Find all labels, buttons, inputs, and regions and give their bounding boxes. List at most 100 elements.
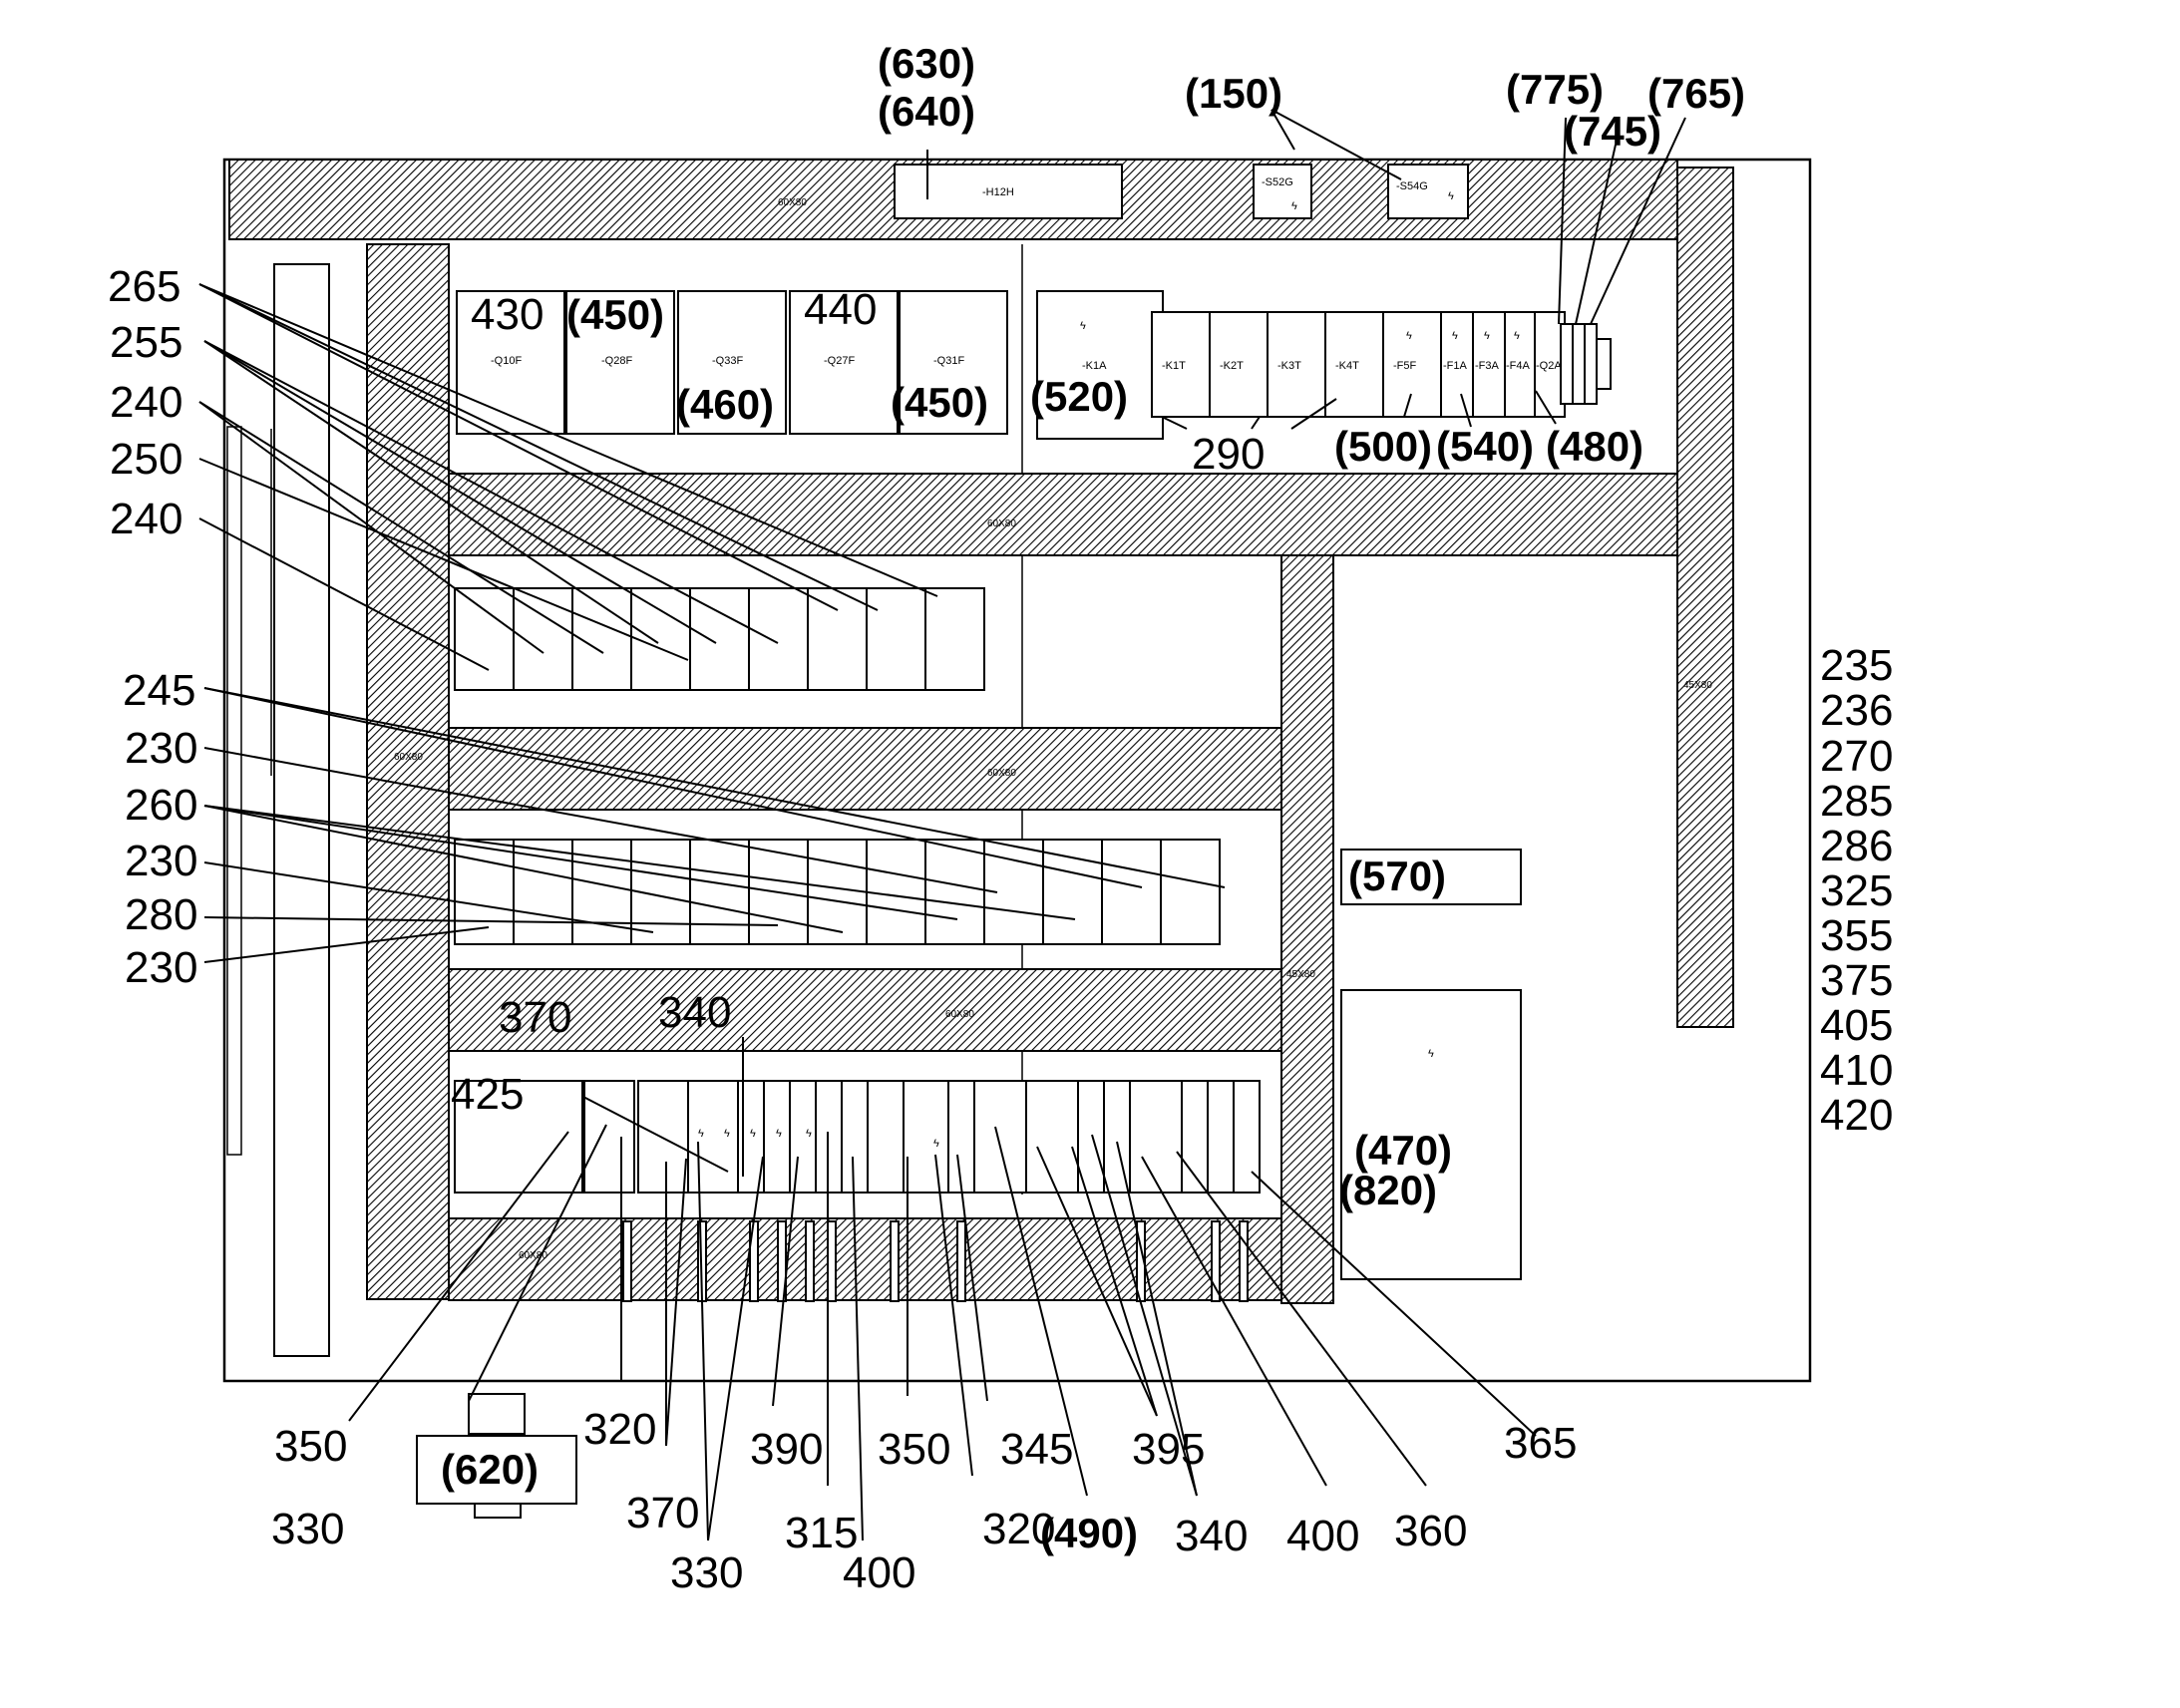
svg-text:365: 365: [1504, 1419, 1577, 1468]
svg-text:360: 360: [1394, 1507, 1467, 1555]
svg-text:340: 340: [658, 988, 731, 1037]
svg-text:(480): (480): [1546, 423, 1643, 470]
svg-text:260: 260: [125, 781, 197, 830]
svg-text:(500): (500): [1334, 423, 1432, 470]
svg-text:(620): (620): [441, 1446, 539, 1493]
row1-lightning-icons: ϟ ϟ ϟ ϟ: [1406, 330, 1520, 342]
lightning-icon: ϟ: [1448, 190, 1454, 202]
svg-text:-Q31F: -Q31F: [933, 355, 964, 367]
svg-text:(630): (630): [878, 40, 975, 87]
right-vertical-duct: [1676, 167, 1734, 1028]
device-s52g-tag: -S52G: [1262, 176, 1293, 188]
lightning-icon: ϟ: [1428, 1048, 1434, 1060]
svg-text:320: 320: [583, 1405, 656, 1454]
svg-text:240: 240: [110, 378, 182, 427]
svg-text:286: 286: [1820, 822, 1893, 870]
reference-labels: (630) (640) (150) (775) (745) (765) 265 …: [108, 40, 1745, 1597]
svg-text:255: 255: [110, 318, 182, 367]
svg-text:-F5F: -F5F: [1393, 360, 1417, 372]
svg-text:-Q33F: -Q33F: [712, 355, 743, 367]
svg-text:236: 236: [1820, 686, 1893, 735]
svg-text:-F1A: -F1A: [1443, 360, 1468, 372]
svg-text:ϟ: ϟ: [1452, 330, 1458, 342]
duct-row-3: [448, 727, 1282, 811]
left-side-rail: [273, 263, 330, 1357]
svg-text:-Q2A: -Q2A: [1536, 360, 1562, 372]
bottom-duct-slots: [622, 1220, 1249, 1302]
leader-lines: [198, 109, 1686, 1541]
svg-text:375: 375: [1820, 956, 1893, 1005]
svg-text:280: 280: [125, 890, 197, 939]
lightning-icon: ϟ: [1080, 320, 1086, 332]
svg-text:285: 285: [1820, 777, 1893, 826]
svg-text:ϟ: ϟ: [933, 1138, 939, 1150]
svg-text:425: 425: [451, 1070, 524, 1119]
svg-text:ϟ: ϟ: [724, 1128, 730, 1140]
svg-text:(450): (450): [891, 379, 988, 426]
svg-text:240: 240: [110, 495, 182, 543]
duct-tag-center: 45X80: [1286, 969, 1315, 980]
duct-tag-mid3: 60X80: [945, 1009, 974, 1020]
device-s52g: [1253, 164, 1312, 219]
svg-text:340: 340: [1175, 1512, 1248, 1560]
svg-text:(640): (640): [878, 88, 975, 135]
svg-text:-K4T: -K4T: [1335, 360, 1359, 372]
device-k1a: [1036, 290, 1164, 440]
svg-text:(490): (490): [1040, 1510, 1138, 1556]
duct-tag-bottom: 60X80: [519, 1250, 547, 1261]
svg-text:420: 420: [1820, 1091, 1893, 1140]
svg-text:-K3T: -K3T: [1277, 360, 1301, 372]
svg-text:400: 400: [843, 1548, 915, 1597]
svg-text:315: 315: [785, 1509, 858, 1557]
svg-text:-F3A: -F3A: [1475, 360, 1500, 372]
row4-lightning-icons: ϟ ϟ ϟ ϟ ϟ ϟ: [698, 1128, 939, 1150]
device-h12h-tag: -H12H: [982, 186, 1014, 198]
svg-text:405: 405: [1820, 1001, 1893, 1050]
svg-text:290: 290: [1192, 430, 1265, 479]
device-570: [1340, 849, 1522, 905]
svg-text:(470): (470): [1354, 1127, 1452, 1174]
row1-breakers: -Q10F -Q28F -Q33F -Q27F -Q31F: [456, 290, 1008, 435]
svg-text:350: 350: [878, 1425, 950, 1474]
svg-text:440: 440: [804, 285, 877, 334]
terminal-block-top-right: [1560, 323, 1612, 405]
svg-text:(820): (820): [1339, 1167, 1437, 1213]
svg-text:ϟ: ϟ: [698, 1128, 704, 1140]
device-470-820: [1340, 989, 1522, 1280]
svg-text:395: 395: [1132, 1425, 1205, 1474]
svg-text:ϟ: ϟ: [1406, 330, 1412, 342]
svg-text:430: 430: [471, 290, 544, 339]
duct-row-2: [448, 473, 1678, 556]
svg-text:330: 330: [670, 1548, 743, 1597]
lightning-icon: ϟ: [1291, 200, 1297, 212]
svg-text:(570): (570): [1348, 853, 1446, 899]
row2-terminals: [454, 587, 985, 691]
svg-text:ϟ: ϟ: [1514, 330, 1520, 342]
svg-text:370: 370: [626, 1489, 699, 1537]
device-s54g-tag: -S54G: [1396, 180, 1428, 192]
svg-text:(775): (775): [1506, 66, 1604, 113]
svg-text:330: 330: [271, 1505, 344, 1553]
svg-text:-Q10F: -Q10F: [491, 355, 522, 367]
svg-text:245: 245: [123, 666, 195, 715]
svg-text:(450): (450): [566, 291, 664, 338]
duct-tag-right: 45X80: [1683, 680, 1712, 691]
center-vertical-duct: [1280, 554, 1334, 1304]
left-vertical-duct: [366, 243, 450, 1300]
svg-text:-F4A: -F4A: [1506, 360, 1531, 372]
svg-text:ϟ: ϟ: [750, 1128, 756, 1140]
svg-text:ϟ: ϟ: [1484, 330, 1490, 342]
svg-text:370: 370: [499, 993, 571, 1042]
duct-row-4: [448, 968, 1282, 1052]
svg-text:(540): (540): [1436, 423, 1534, 470]
svg-text:-K2T: -K2T: [1220, 360, 1244, 372]
svg-text:325: 325: [1820, 866, 1893, 915]
row1-relays: -K1T -K2T -K3T -K4T -F5F -F1A -F3A -F4A …: [1151, 311, 1566, 418]
svg-text:-K1T: -K1T: [1162, 360, 1186, 372]
svg-text:ϟ: ϟ: [776, 1128, 782, 1140]
svg-text:-Q28F: -Q28F: [601, 355, 632, 367]
svg-text:230: 230: [125, 724, 197, 773]
svg-text:270: 270: [1820, 732, 1893, 781]
svg-text:(520): (520): [1030, 373, 1128, 420]
